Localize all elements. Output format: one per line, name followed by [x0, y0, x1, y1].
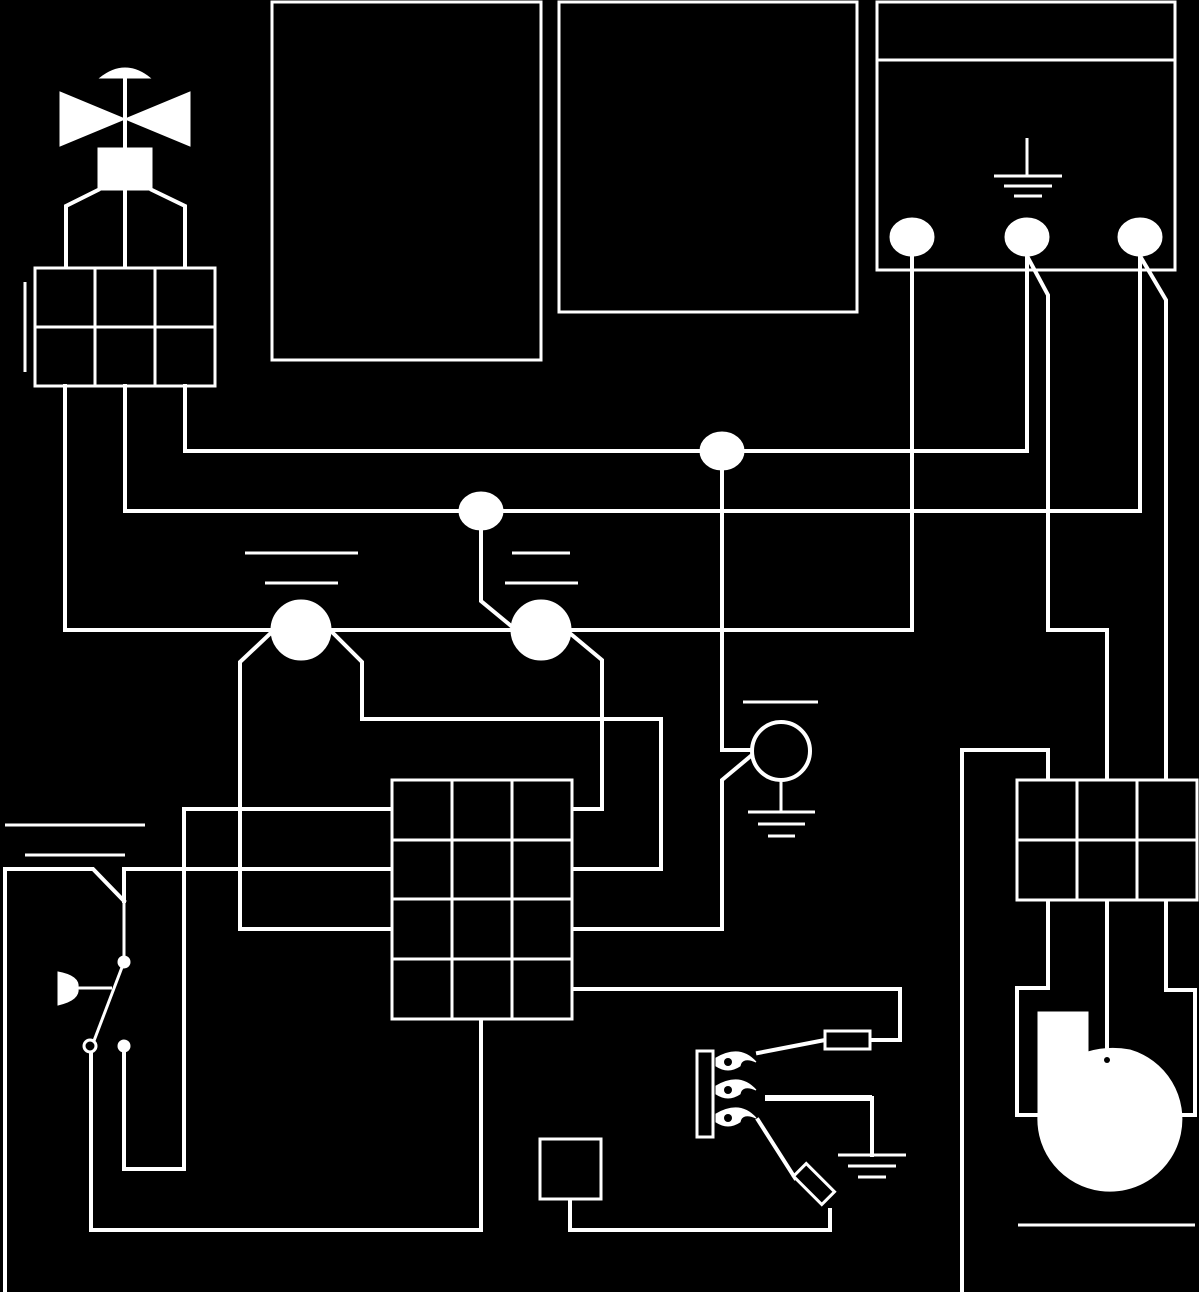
flame-icon: [695, 1029, 906, 1207]
terminal-dot-left: [270, 599, 332, 661]
junction-dot: [458, 491, 504, 531]
panel-terminal-3: [1117, 217, 1163, 257]
blower-icon: [1037, 1011, 1183, 1192]
terminal-dot-right: [510, 599, 572, 661]
junctions: [270, 431, 745, 661]
junction-dot: [699, 431, 745, 471]
control-board-middle: [557, 0, 859, 314]
panel-terminal-1: [889, 217, 935, 257]
panel-ground-icon: [994, 138, 1062, 198]
power-supply-panel: [875, 0, 1177, 272]
sensor-icon: [748, 720, 815, 838]
main-terminal-block: [390, 778, 574, 1021]
burner-flames: [715, 1051, 757, 1127]
switch-icon: [57, 901, 131, 1054]
blank-box: [538, 1137, 603, 1201]
label-bars: [5, 551, 818, 857]
valve-terminal-block: [23, 266, 217, 388]
control-board-left: [270, 0, 543, 362]
valve-icon: [59, 67, 191, 270]
panel-terminal-2: [1004, 217, 1050, 257]
motor-terminal-block: [1015, 778, 1199, 902]
wiring: [3, 253, 1197, 1292]
